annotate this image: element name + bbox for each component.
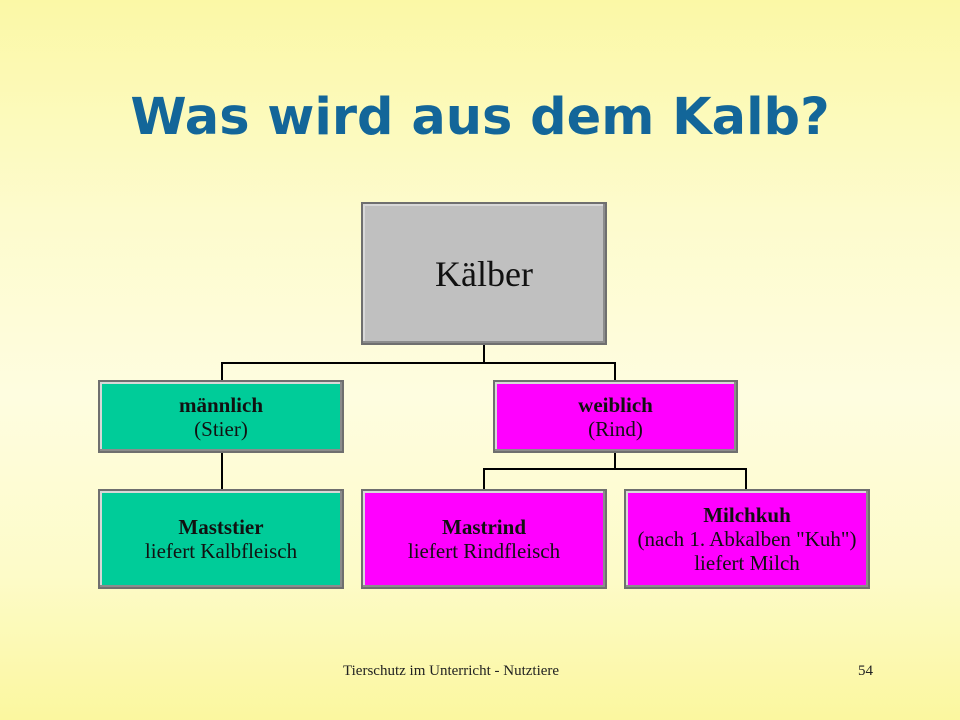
footer-text: Tierschutz im Unterricht - Nutztiere [343,663,560,679]
connector-to-female [614,362,616,381]
node-milchkuh: Milchkuh (nach 1. Abkalben "Kuh") liefer… [624,489,870,589]
node-kaelber-label: Kälber [435,253,533,294]
connector-to-mastrind [483,468,485,490]
connector-to-milchkuh [745,468,747,490]
node-mastrind-label: Mastrind [442,515,526,539]
connector-female-horizontal [483,468,747,470]
node-mastrind: Mastrind liefert Rindfleisch [361,489,607,589]
node-weiblich-label: weiblich [578,392,653,417]
node-maststier: Maststier liefert Kalbfleisch [98,489,344,589]
connector-root-down [483,344,485,363]
node-milchkuh-line1: (nach 1. Abkalben "Kuh") [637,527,857,551]
node-maennlich-sub: (Stier) [194,416,248,441]
slide-title: Was wird aus dem Kalb? [130,88,830,147]
node-maststier-label: Maststier [178,515,264,539]
node-milchkuh-label: Milchkuh [703,503,791,527]
connector-to-male [221,362,223,381]
node-weiblich: weiblich (Rind) [493,380,738,453]
node-maennlich: männlich (Stier) [98,380,344,453]
connector-female-down [614,452,616,469]
node-maennlich-label: männlich [178,392,264,417]
node-milchkuh-line2: liefert Milch [694,551,800,575]
node-kaelber: Kälber [361,202,607,345]
node-weiblich-sub: (Rind) [588,416,643,441]
node-mastrind-line1: liefert Rindfleisch [407,539,561,563]
connector-male-to-maststier [221,452,223,490]
connector-gender-horizontal [221,362,616,364]
node-maststier-line1: liefert Kalbfleisch [144,539,298,563]
page-number: 54 [858,663,873,679]
